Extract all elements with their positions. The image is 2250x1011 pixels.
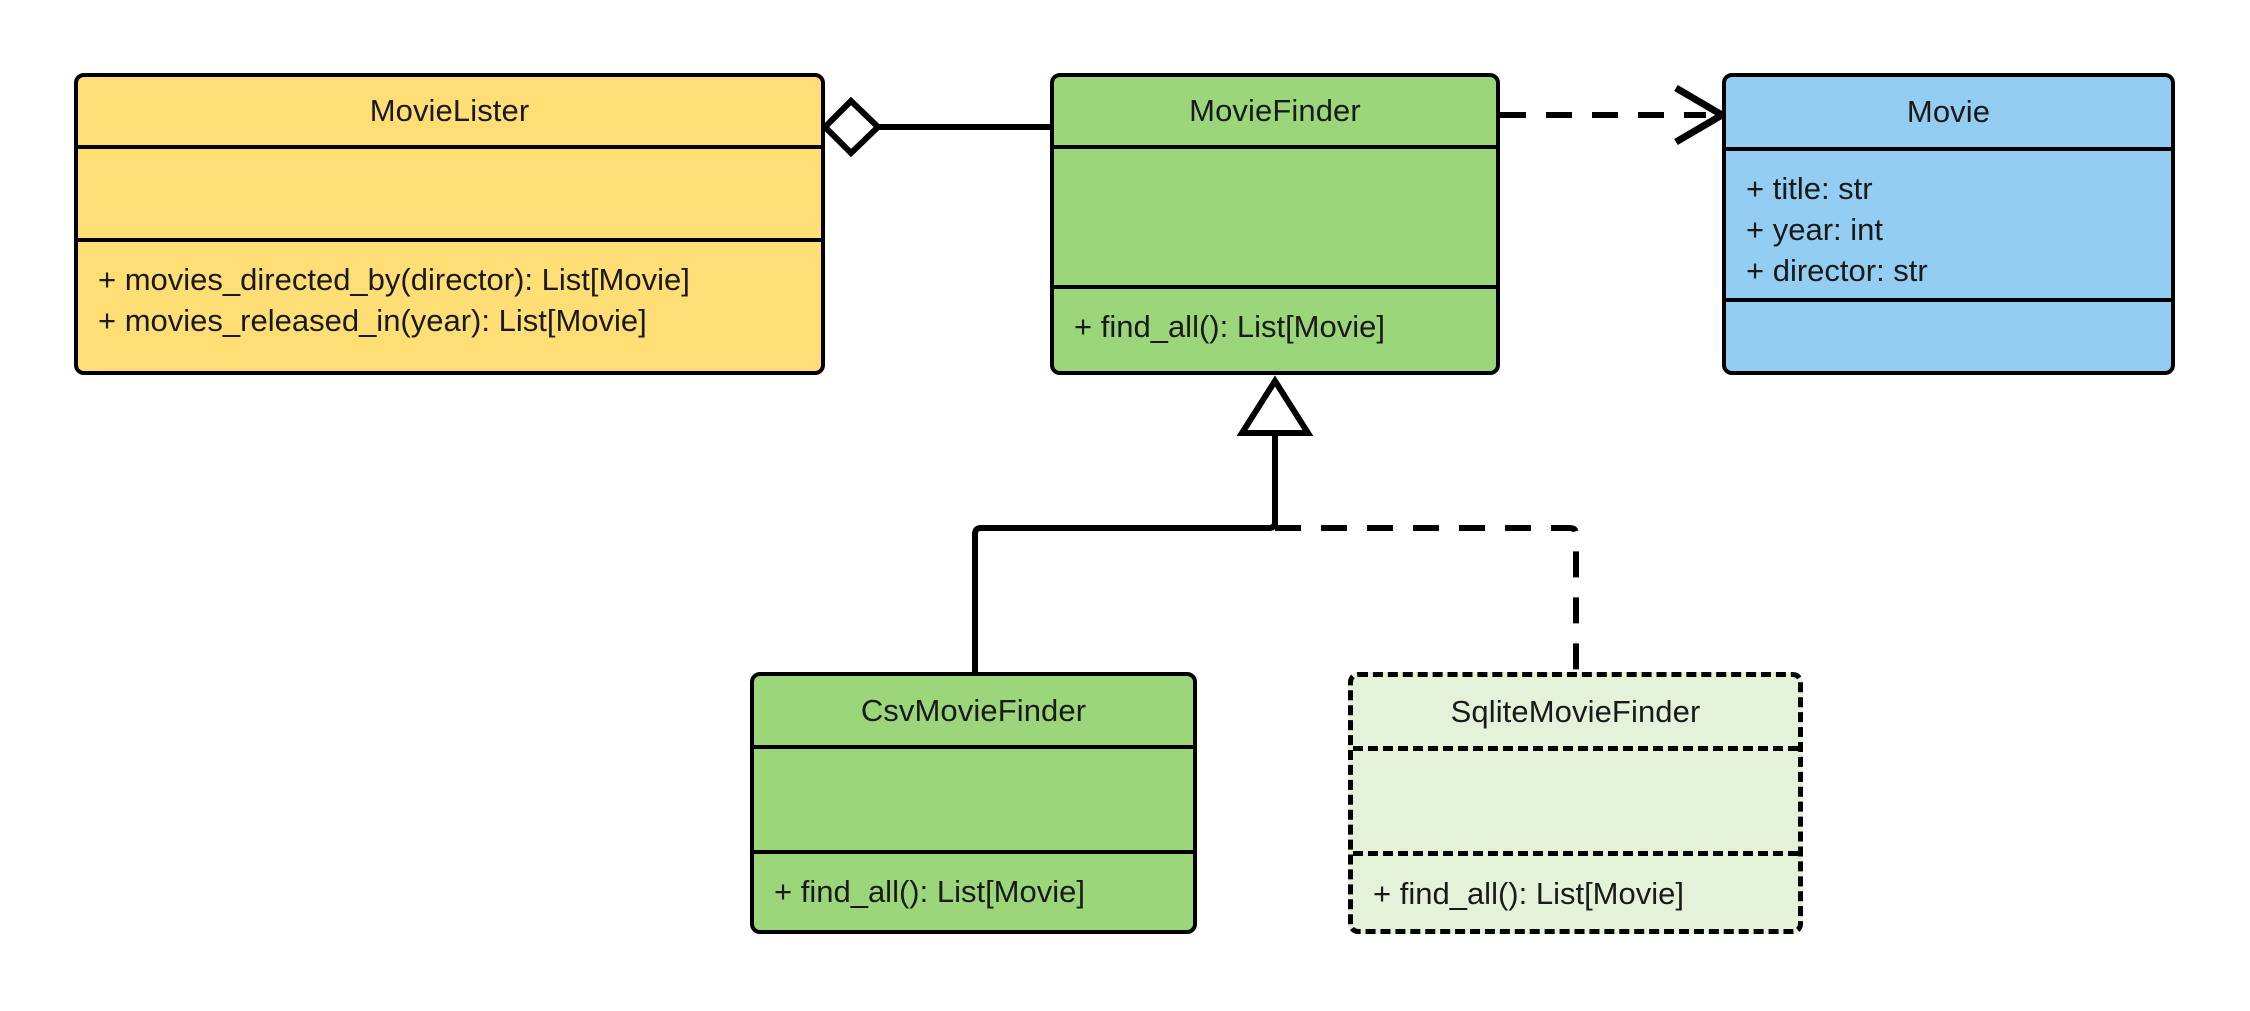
class-box-movie[interactable]: Movie + title: str + year: int + directo…: [1722, 73, 2175, 375]
operation-item: + find_all(): List[Movie]: [1074, 309, 1385, 344]
hollow-diamond-marker: [820, 96, 883, 158]
hollow-triangle-marker: [1236, 375, 1314, 436]
operation-item: + movies_directed_by(director): List[Mov…: [98, 262, 690, 297]
attribute-item: + title: str: [1746, 171, 1873, 206]
operation-item: + movies_released_in(year): List[Movie]: [98, 302, 647, 338]
attributes-compartment-movie: + title: str + year: int + director: str: [1726, 147, 2171, 298]
inheritance-sqlitemoviefinder-moviefinder: [1275, 525, 1579, 672]
open-arrow-marker: [1674, 84, 1729, 146]
class-box-moviefinder[interactable]: MovieFinder + find_all(): List[Movie]: [1050, 73, 1500, 375]
inheritance-csvmoviefinder-moviefinder: [972, 521, 1278, 672]
class-box-sqlitemoviefinder[interactable]: SqliteMovieFinder + find_all(): List[Mov…: [1348, 672, 1803, 934]
operations-compartment-movielister: + movies_directed_by(director): List[Mov…: [78, 238, 821, 371]
attributes-compartment-sqlitemoviefinder: [1353, 746, 1798, 851]
class-box-movielister[interactable]: MovieLister + movies_directed_by(directo…: [74, 73, 825, 375]
class-name-movielister: MovieLister: [369, 93, 530, 128]
operations-compartment-moviefinder: + find_all(): List[Movie]: [1054, 285, 1496, 371]
sqlite-branch-line: [1275, 525, 1579, 672]
operation-item: + find_all(): List[Movie]: [774, 874, 1085, 909]
generalization-trunk: [1236, 375, 1314, 526]
class-name-sqlitemoviefinder: SqliteMovieFinder: [1450, 693, 1701, 729]
attribute-item: + director: str: [1746, 252, 1928, 288]
class-box-csvmoviefinder[interactable]: CsvMovieFinder + find_all(): List[Movie]: [750, 672, 1197, 934]
operations-compartment-sqlitemoviefinder: + find_all(): List[Movie]: [1353, 851, 1798, 929]
class-name-movie: Movie: [1906, 94, 1991, 129]
operation-item: + find_all(): List[Movie]: [1373, 876, 1684, 911]
class-name-csvmoviefinder: CsvMovieFinder: [860, 692, 1087, 728]
csv-branch-line: [972, 521, 1278, 672]
attributes-compartment-movielister: [78, 145, 821, 238]
attributes-compartment-csvmoviefinder: [754, 745, 1193, 850]
dependency-moviefinder-movie: [1500, 84, 1729, 146]
attribute-item: + year: int: [1746, 211, 1883, 247]
attributes-compartment-moviefinder: [1054, 145, 1496, 285]
class-name-moviefinder: MovieFinder: [1189, 93, 1361, 128]
operations-compartment-movie: [1726, 298, 2171, 371]
aggregation-movielister-moviefinder: [820, 96, 1050, 158]
operations-compartment-csvmoviefinder: + find_all(): List[Movie]: [754, 850, 1193, 930]
